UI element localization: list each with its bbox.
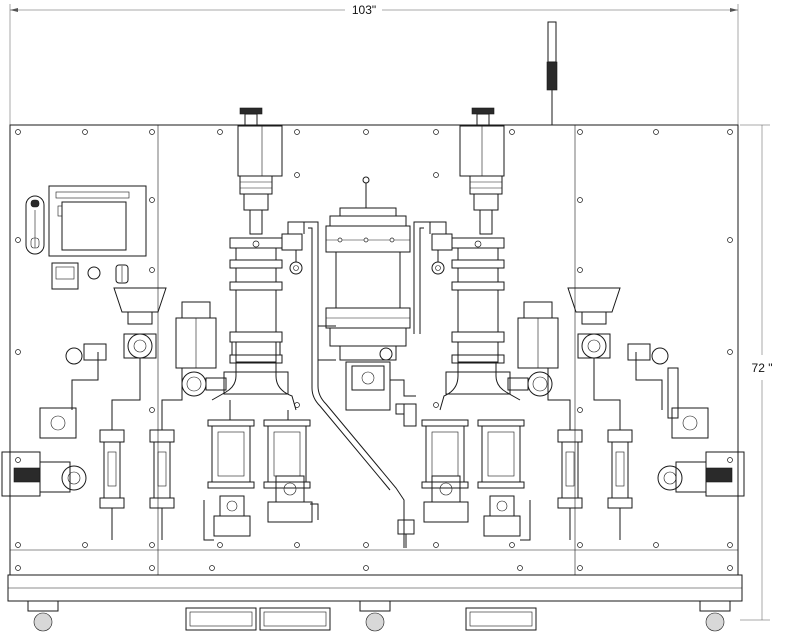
height-dimension: 72 " — [740, 124, 773, 621]
main-frame — [7, 124, 743, 602]
height-dimension-label: 72 " — [752, 361, 773, 375]
panel-bolts — [15, 129, 733, 571]
width-dimension-label: 103" — [352, 3, 376, 17]
control-panel — [25, 21, 558, 290]
left-pump-assembly — [181, 363, 319, 541]
right-hopper-assembly — [517, 287, 745, 540]
left-motor-assembly — [229, 107, 305, 364]
width-dimension: 103" — [9, 3, 739, 125]
base-trays — [185, 607, 537, 631]
right-pump-assembly — [421, 363, 553, 541]
casters — [27, 600, 731, 632]
right-motor-assembly — [429, 107, 505, 364]
center-vessel — [302, 176, 430, 548]
left-hopper-assembly — [1, 287, 217, 540]
